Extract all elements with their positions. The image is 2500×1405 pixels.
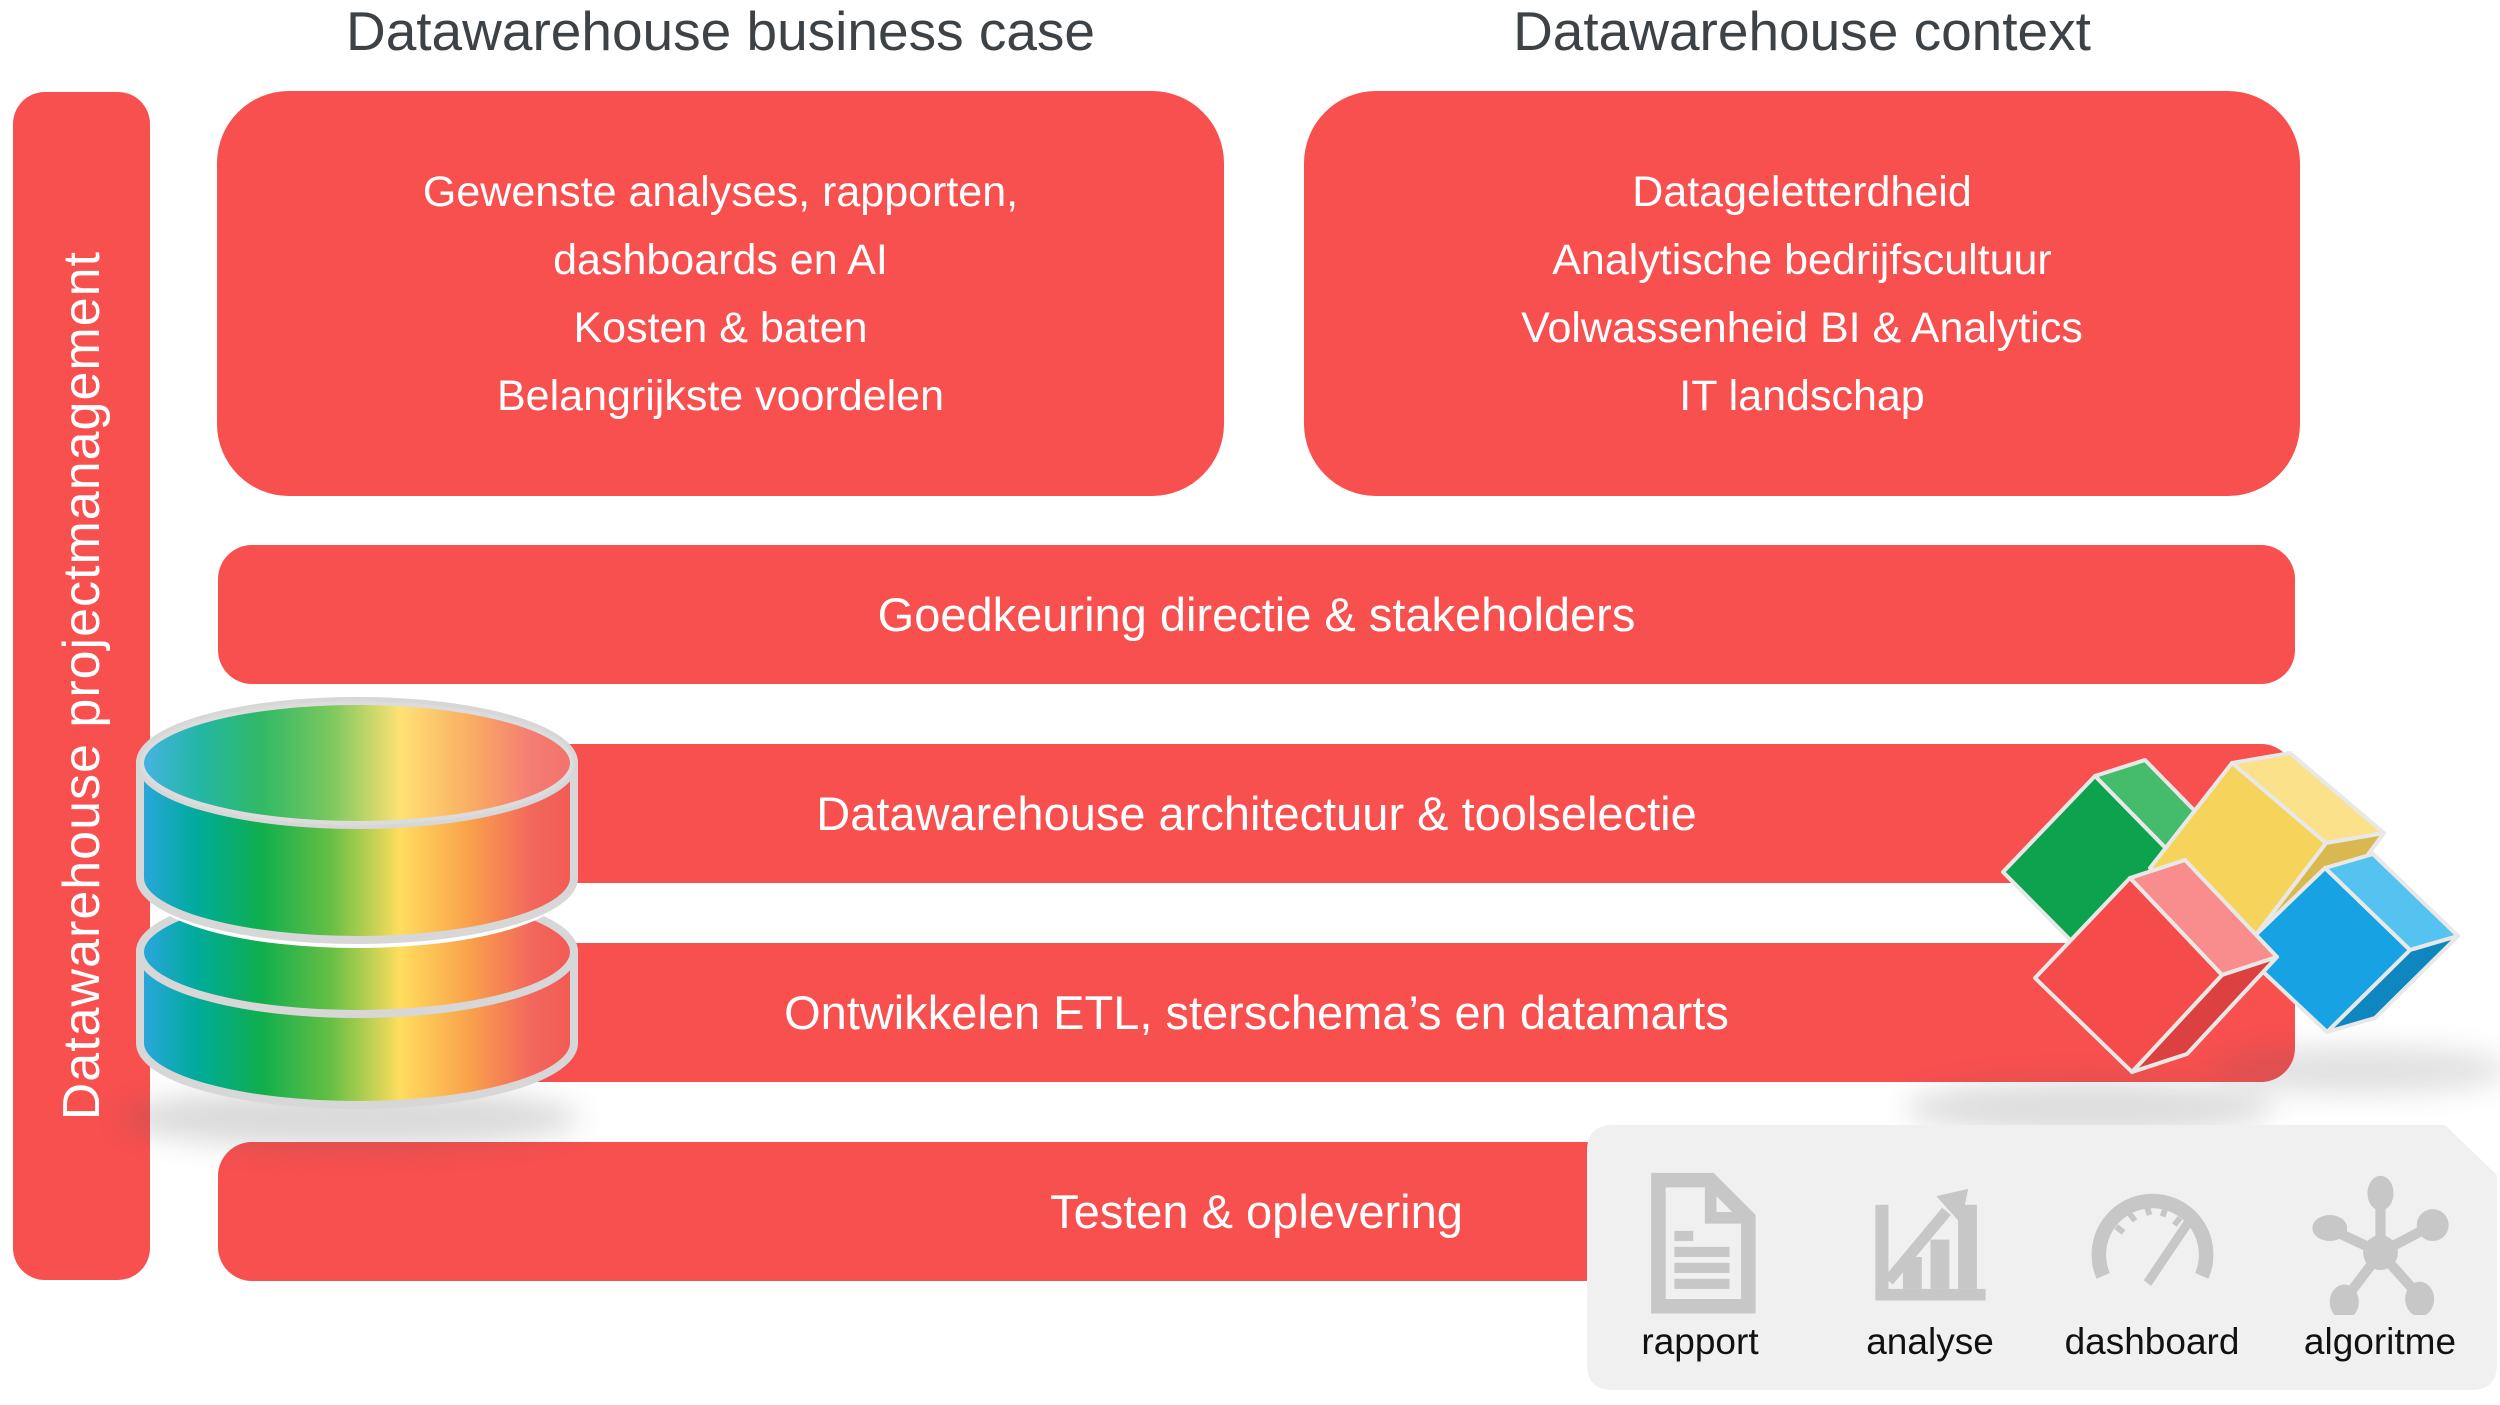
algoritme-icon bbox=[2311, 1175, 2449, 1315]
dashboard-icon bbox=[2091, 1193, 2213, 1286]
rapport-label: rapport bbox=[1641, 1321, 1759, 1362]
business-case-title: Datawarehouse business case bbox=[345, 0, 1096, 62]
rapport-icon bbox=[1650, 1172, 1756, 1314]
architecture-banner-label: Datawarehouse architectuur & toolselecti… bbox=[816, 787, 1697, 840]
analyse-icon bbox=[1874, 1188, 1986, 1301]
output-panel bbox=[1580, 1118, 2500, 1405]
business-case-line: Gewenste analyses, rapporten, bbox=[422, 167, 1019, 216]
panel-item-dashboard: dashboard bbox=[2057, 1170, 2247, 1363]
testing-banner-label: Testen & oplevering bbox=[1050, 1185, 1463, 1238]
projectmanagement-sidebar: Datawarehouse projectmanagement bbox=[13, 92, 150, 1280]
context-box: Datageletterdheid Analytische bedrijfscu… bbox=[1304, 91, 2300, 496]
sidebar-label: Datawarehouse projectmanagement bbox=[52, 251, 111, 1121]
context-title: Datawarehouse context bbox=[1513, 0, 2091, 62]
context-line: Datageletterdheid bbox=[1632, 167, 1972, 216]
development-banner: Ontwikkelen ETL, sterschema’s en datamar… bbox=[218, 943, 2295, 1082]
output-panel-background bbox=[1587, 1125, 2497, 1390]
panel-item-analyse: analyse bbox=[1835, 1170, 2025, 1363]
business-case-line: Belangrijkste voordelen bbox=[497, 371, 944, 420]
panel-item-algoritme: algoritme bbox=[2285, 1170, 2475, 1363]
approval-banner-label: Goedkeuring directie & stakeholders bbox=[877, 588, 1636, 641]
approval-banner: Goedkeuring directie & stakeholders bbox=[218, 545, 2295, 684]
algoritme-label: algoritme bbox=[2303, 1321, 2457, 1362]
analyse-label: analyse bbox=[1866, 1321, 1994, 1362]
dashboard-label: dashboard bbox=[2064, 1321, 2240, 1362]
context-line: IT landschap bbox=[1679, 371, 1925, 420]
business-case-line: Kosten & baten bbox=[573, 303, 868, 352]
context-line: Analytische bedrijfscultuur bbox=[1552, 235, 2052, 284]
context-line: Volwassenheid BI & Analytics bbox=[1521, 303, 2083, 352]
architecture-banner: Datawarehouse architectuur & toolselecti… bbox=[218, 744, 2295, 883]
development-banner-label: Ontwikkelen ETL, sterschema’s en datamar… bbox=[784, 986, 1729, 1039]
business-case-line: dashboards en AI bbox=[553, 235, 888, 284]
panel-item-rapport: rapport bbox=[1605, 1170, 1795, 1363]
business-case-box: Gewenste analyses, rapporten, dashboards… bbox=[217, 91, 1224, 496]
